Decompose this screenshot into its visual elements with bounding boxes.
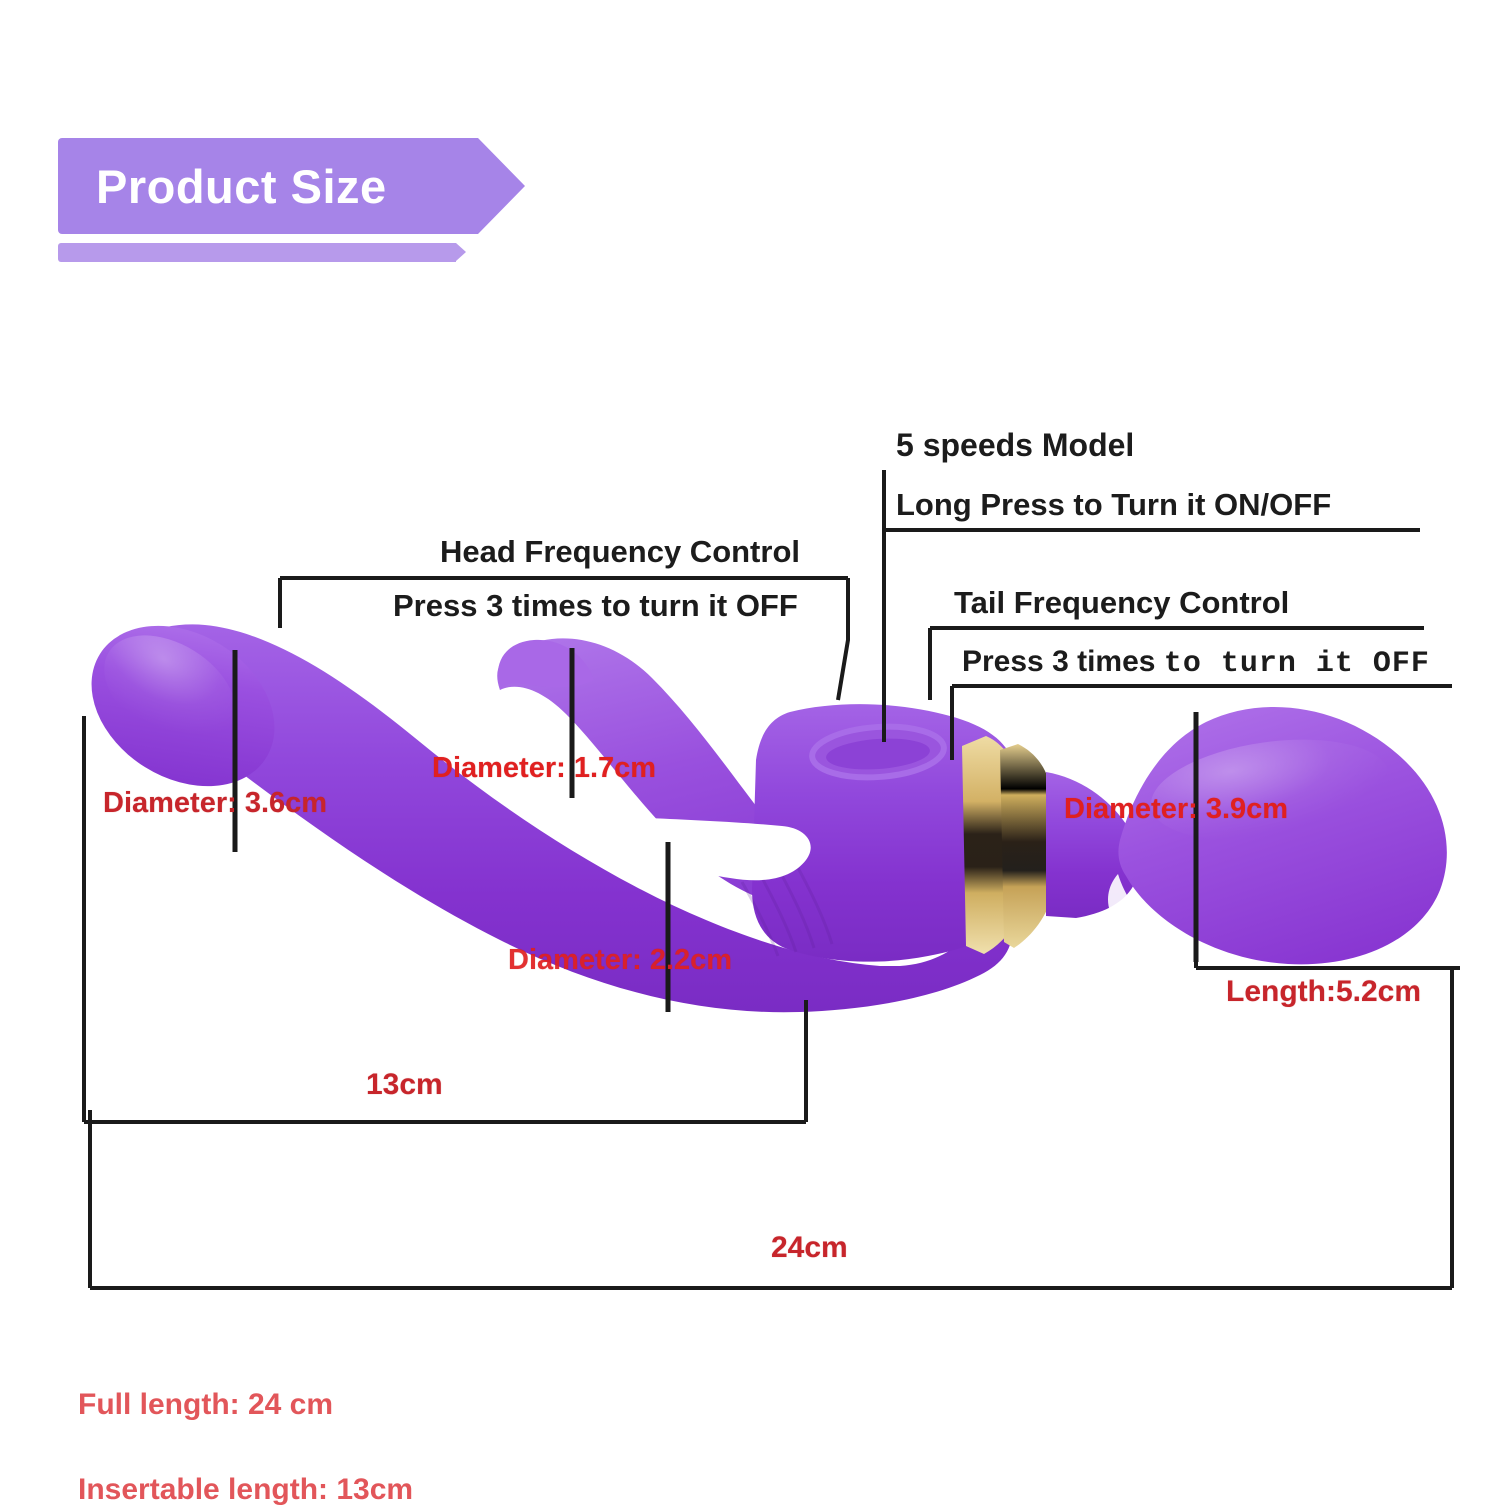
banner: Product Size [58,138,525,234]
power-button [826,738,930,770]
label-insertable-dimension: 13cm [366,1068,443,1101]
decor-gold-band-2 [1000,744,1054,948]
label-arm-diameter: Diameter: 1.7cm [432,752,657,784]
label-tail-diameter: Diameter: 3.9cm [1064,793,1289,825]
leader-head-frequency-down [836,578,850,701]
product-arm-tip [497,639,594,690]
product-tail-highlight [1150,739,1390,841]
product-cleft-gap [610,817,811,881]
label-head-diameter: Diameter: 3.6cm [103,787,328,819]
summary-full-length: Full length: 24 cm [78,1388,334,1421]
label-shaft-diameter: Diameter: 2.2cm [508,944,733,976]
tail-frequency-control-subtitle: Press 3 times to turn it OFF [962,645,1430,681]
product-control-body [752,704,1020,962]
product-tail-notch [1108,874,1186,951]
banner-shape: Product Size [58,138,525,234]
long-press-subtitle: Long Press to Turn it ON/OFF [896,487,1332,522]
tail-press-bold: Press 3 times [962,645,1156,678]
product-ribs [740,863,834,957]
summary-insertable-length: Insertable length: 13cm [78,1473,414,1506]
page-title: Product Size [96,159,387,213]
head-frequency-control-title: Head Frequency Control [440,534,800,569]
head-frequency-control-subtitle: Press 3 times to turn it OFF [393,588,798,623]
decor-gold-band [962,736,1026,954]
banner-underbar [58,243,466,262]
product-head-highlight [104,635,236,745]
label-total-dimension: 24cm [771,1231,848,1264]
tail-press-mono: to turn it OFF [1163,647,1430,681]
product-tail-bulb [1118,706,1447,965]
speeds-model-title: 5 speeds Model [896,427,1135,463]
tail-frequency-control-title: Tail Frequency Control [954,585,1290,620]
power-button-recess [809,723,947,781]
product-head-tip [91,625,275,787]
label-tail-length: Length:5.2cm [1226,975,1422,1008]
